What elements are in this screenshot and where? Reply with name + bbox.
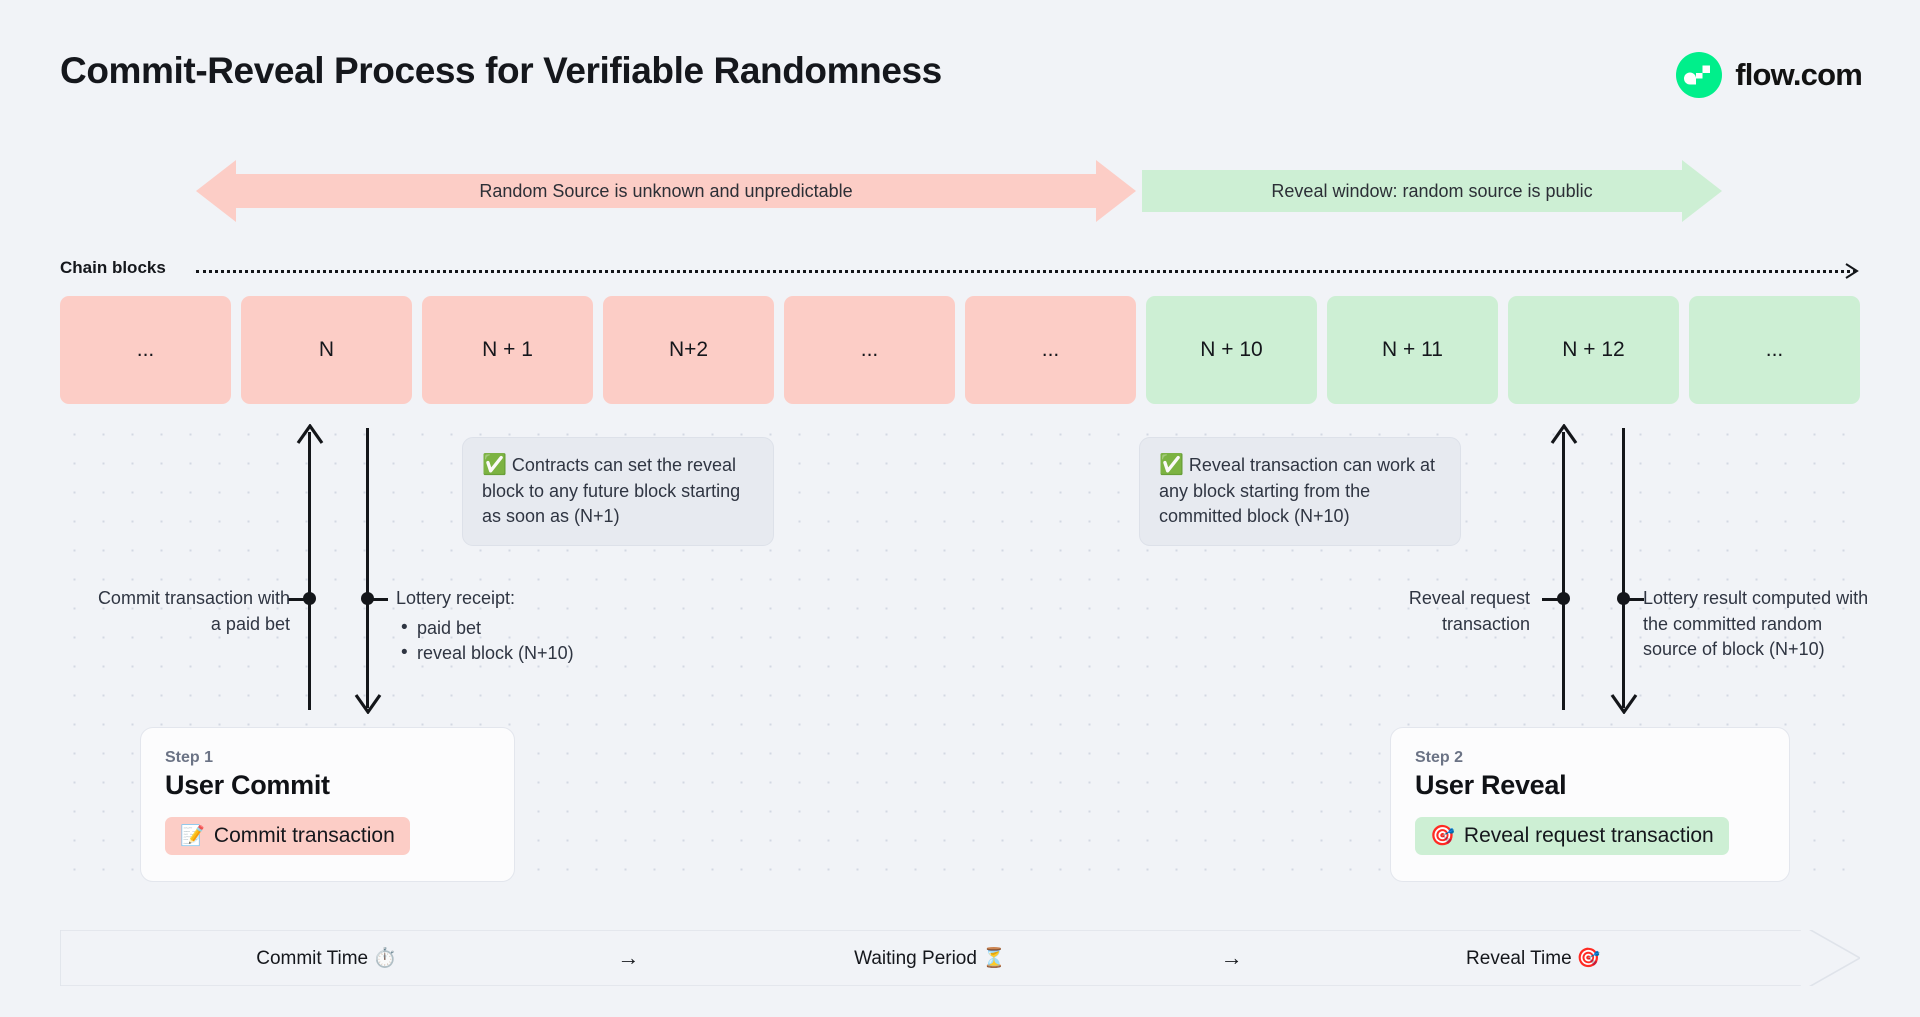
step-card-user-reveal: Step 2 User Reveal 🎯 Reveal request tran… [1390,727,1790,882]
annotation-reveal-request: Reveal request transaction [1408,588,1530,634]
chain-block[interactable]: ... [784,296,955,404]
commit-callout: ✅ Contracts can set the reveal block to … [462,437,774,546]
list-item: paid bet [396,615,656,642]
step-card-user-commit: Step 1 User Commit 📝 Commit transaction [140,727,515,882]
connector-line-commit-up [308,432,311,710]
timeline-bar: Commit Time ⏱️ → Waiting Period ⏳ → Reve… [59,922,1862,994]
reveal-callout-text: Reveal transaction can work at any block… [1159,455,1436,527]
connector-stub-revealreq [1542,598,1568,601]
list-item: reveal block (N+10) [396,640,656,667]
commit-transaction-pill-label: Commit transaction [213,824,395,847]
chain-dotted-line [196,270,1856,273]
connector-arrowhead-up [296,423,324,449]
timeline-phase-waiting: Waiting Period ⏳ [854,948,1006,969]
chain-arrow-icon [1845,262,1861,285]
reveal-callout: ✅ Reveal transaction can work at any blo… [1139,437,1461,546]
annotation-commit-transaction: Commit transaction with a paid bet [97,588,290,634]
timeline-labels: Commit Time ⏱️ → Waiting Period ⏳ → Reve… [60,930,1860,986]
step-title: User Reveal [1415,770,1567,800]
connector-arrowhead-down [354,692,382,719]
banner-reveal-shape [1142,160,1722,222]
connector-stub-result [1618,598,1644,601]
chain-block[interactable]: N + 11 [1327,296,1498,404]
chain-blocks-row: ... N N + 1 N+2 ... ... N + 10 N + 11 N … [60,296,1860,404]
reveal-request-pill-label: Reveal request transaction [1463,824,1714,847]
reveal-request-pill[interactable]: 🎯 Reveal request transaction [1415,817,1729,855]
page-title: Commit-Reveal Process for Verifiable Ran… [60,50,942,91]
step-kicker: Step 2 [1415,749,1464,766]
timeline-phase-commit: Commit Time ⏱️ [256,948,398,969]
connector-dot-receipt [361,592,374,605]
flow-logo: flow.com [1676,52,1863,98]
step-title: User Commit [165,770,330,800]
connector-line-result-down [1622,428,1625,708]
connector-dot-commit [303,592,316,605]
lottery-receipt-title: Lottery receipt: [396,588,516,608]
annotation-lottery-result: Lottery result computed with the committ… [1643,588,1869,660]
timeline-separator-arrow: → [1220,945,1243,970]
connector-arrowhead-down [1610,692,1638,719]
chain-block[interactable]: ... [60,296,231,404]
chain-block[interactable]: N + 12 [1508,296,1679,404]
flow-logo-text: flow.com [1735,57,1863,92]
lottery-receipt-list: paid bet reveal block (N+10) [396,615,656,667]
timeline-phase-reveal: Reveal Time 🎯 [1466,948,1601,969]
connector-dot-revealreq [1557,592,1570,605]
chain-block[interactable]: ... [965,296,1136,404]
chain-block[interactable]: N + 1 [422,296,593,404]
connector-line-receipt-down [366,428,369,708]
chain-blocks-label: Chain blocks [60,258,166,277]
connector-line-revealreq-up [1562,432,1565,710]
banner-unknown-label: Random Source is unknown and unpredictab… [479,180,853,201]
memo-icon: 📝 [180,825,205,847]
chain-block[interactable]: N [241,296,412,404]
timeline-separator-arrow: → [617,945,640,970]
chain-block[interactable]: N + 10 [1146,296,1317,404]
target-icon: 🎯 [1430,825,1455,847]
chain-block[interactable]: ... [1689,296,1860,404]
flow-logo-icon [1676,52,1723,98]
banner-unknown-phase: Random Source is unknown and unpredictab… [196,160,1136,222]
step-kicker: Step 1 [165,749,214,766]
connector-dot-result [1617,592,1630,605]
commit-callout-text: Contracts can set the reveal block to an… [482,455,741,527]
banner-unknown-shape [196,160,1136,222]
banner-reveal-label: Reveal window: random source is public [1271,180,1593,201]
annotation-lottery-receipt: Lottery receipt: paid bet reveal block (… [396,586,656,667]
commit-transaction-pill[interactable]: 📝 Commit transaction [165,817,410,855]
check-icon: ✅ [482,454,507,476]
banner-reveal-phase: Reveal window: random source is public [1142,160,1722,222]
check-icon: ✅ [1159,454,1184,476]
connector-arrowhead-up [1550,423,1578,449]
connector-stub-receipt [362,598,388,601]
connector-stub-commit [288,598,314,601]
chain-block[interactable]: N+2 [603,296,774,404]
